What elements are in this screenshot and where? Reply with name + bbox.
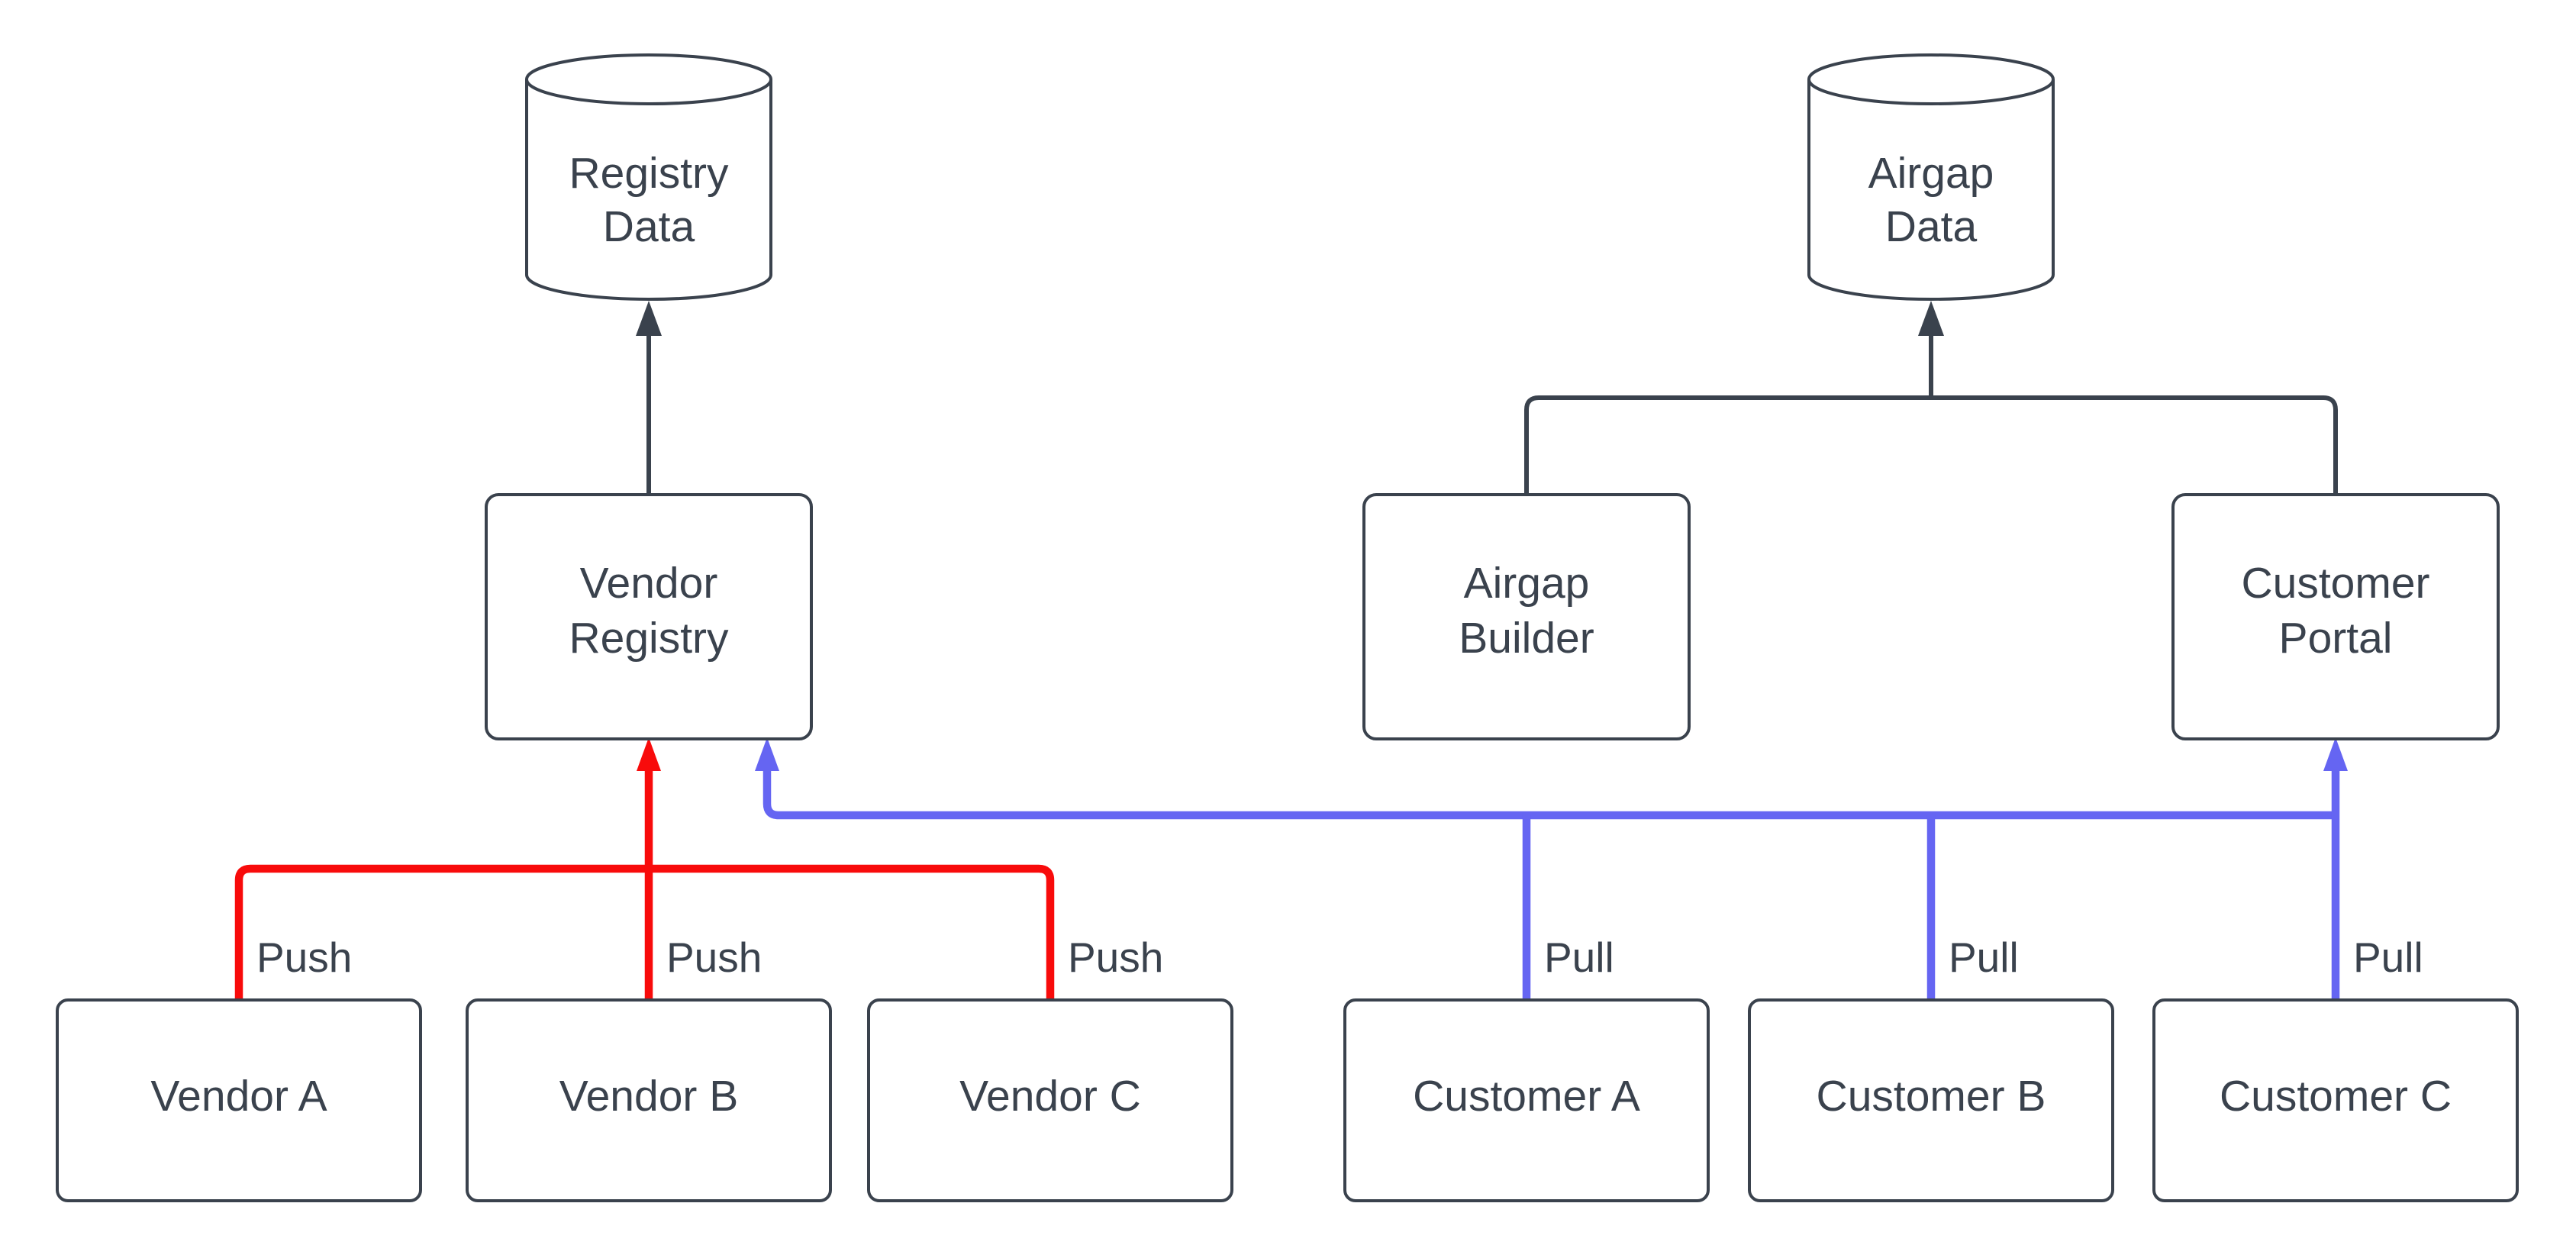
node-box[interactable] (485, 493, 813, 740)
pull-label-customer-a: Pull (1544, 934, 1614, 981)
edge-vendor-registry-to-registry-data[interactable] (636, 301, 662, 495)
edge-builder-portal-to-airgap-data[interactable] (1524, 301, 2338, 495)
node-box[interactable] (56, 998, 422, 1202)
node-box[interactable] (2152, 998, 2519, 1202)
node-vendor-c[interactable]: Vendor C (867, 998, 1233, 1202)
node-box[interactable] (1362, 493, 1691, 740)
node-label-line1: Airgap (1868, 149, 1994, 198)
pull-label-customer-b: Pull (1949, 934, 2019, 981)
cylinder-body[interactable] (1807, 79, 2055, 301)
arrowhead-up-icon (1918, 301, 1944, 336)
node-customer-portal[interactable]: Customer Portal (2171, 493, 2500, 740)
arrowhead-up-icon (636, 301, 662, 336)
node-box[interactable] (1748, 998, 2114, 1202)
arrowhead-up-icon (2323, 737, 2348, 771)
node-label-line2: Registry (569, 614, 729, 663)
pull-bus-line[interactable] (762, 769, 2336, 820)
node-label-line2: Portal (2279, 614, 2393, 663)
node-label: Customer A (1413, 1072, 1640, 1121)
node-box[interactable] (466, 998, 832, 1202)
node-label: Vendor C (959, 1072, 1141, 1121)
cylinder-top[interactable] (1807, 53, 2055, 105)
arrowhead-up-icon (637, 737, 661, 771)
node-registry-data[interactable]: Registry Data (525, 53, 772, 301)
node-customer-b[interactable]: Customer B (1748, 998, 2114, 1202)
node-label-line2: Data (1885, 202, 1978, 251)
node-label-line2: Builder (1459, 614, 1594, 663)
node-label: Vendor B (559, 1072, 739, 1121)
cylinder-top[interactable] (525, 53, 772, 105)
node-box[interactable] (1343, 998, 1710, 1202)
cylinder-body[interactable] (525, 79, 772, 301)
node-customer-a[interactable]: Customer A (1343, 998, 1710, 1202)
node-customer-c[interactable]: Customer C (2152, 998, 2519, 1202)
push-bus-edges[interactable] (234, 737, 1055, 1000)
node-vendor-b[interactable]: Vendor B (466, 998, 832, 1202)
node-label-line2: Data (603, 202, 695, 251)
node-label-line1: Airgap (1464, 559, 1590, 608)
node-airgap-data[interactable]: Airgap Data (1807, 53, 2055, 301)
push-bus-line[interactable] (234, 864, 1055, 1000)
edge-line[interactable] (1524, 395, 2338, 495)
node-box[interactable] (867, 998, 1233, 1202)
pull-label-customer-c: Pull (2353, 934, 2423, 981)
node-vendor-a[interactable]: Vendor A (56, 998, 422, 1202)
arrowhead-up-icon (755, 737, 779, 771)
pull-bus-edges[interactable] (755, 737, 2348, 1000)
node-label: Vendor A (150, 1072, 327, 1121)
node-label-line1: Customer (2241, 559, 2429, 608)
node-label: Customer B (1817, 1072, 2046, 1121)
node-label: Customer C (2220, 1072, 2452, 1121)
push-label-vendor-a: Push (256, 934, 352, 981)
node-box[interactable] (2171, 493, 2500, 740)
node-label-line1: Registry (569, 149, 729, 198)
push-label-vendor-c: Push (1068, 934, 1163, 981)
node-label-line1: Vendor (580, 559, 718, 608)
node-vendor-registry[interactable]: Vendor Registry (485, 493, 813, 740)
push-label-vendor-b: Push (666, 934, 762, 981)
node-airgap-builder[interactable]: Airgap Builder (1362, 493, 1691, 740)
